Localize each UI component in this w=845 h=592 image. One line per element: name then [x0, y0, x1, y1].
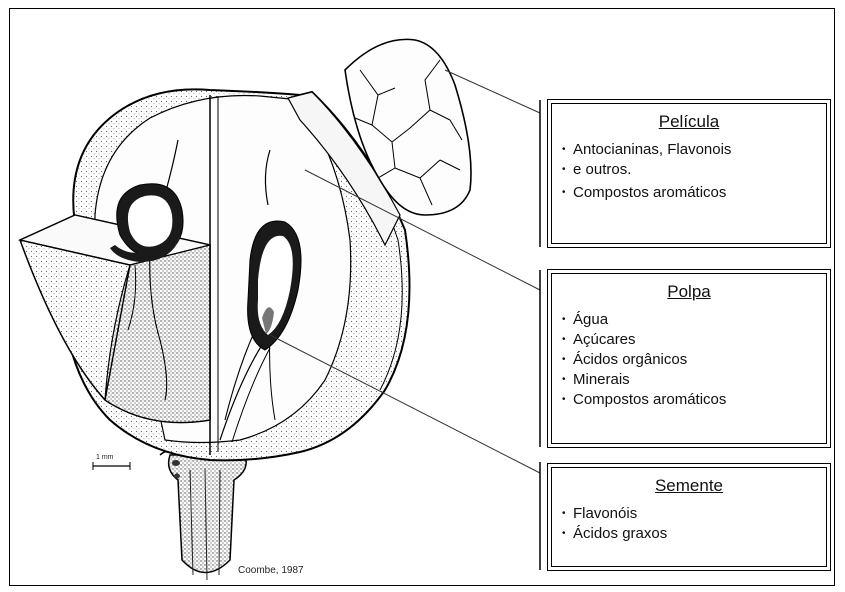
- list-item: e outros.: [562, 160, 826, 180]
- pelicula-title: Película: [552, 112, 826, 132]
- list-item: Ácidos graxos: [562, 524, 826, 544]
- semente-title: Semente: [552, 476, 826, 496]
- pedicel: [160, 451, 256, 580]
- semente-list: Flavonóis Ácidos graxos: [552, 504, 826, 544]
- list-item: Compostos aromáticos: [562, 183, 826, 203]
- list-item: Antocianinas, Flavonois: [562, 140, 826, 160]
- scale-bar: [93, 462, 130, 470]
- list-item: Compostos aromáticos: [562, 390, 826, 410]
- grape-body: [20, 89, 410, 460]
- polpa-box: Polpa Água Açúcares Ácidos orgânicos Min…: [551, 273, 827, 444]
- pelicula-list: Antocianinas, Flavonois e outros. Compos…: [552, 140, 826, 203]
- list-item: Flavonóis: [562, 504, 826, 524]
- polpa-list: Água Açúcares Ácidos orgânicos Minerais …: [552, 310, 826, 410]
- credit-text: Coombe, 1987: [238, 565, 304, 576]
- list-item: Açúcares: [562, 330, 826, 350]
- pelicula-box: Película Antocianinas, Flavonois e outro…: [551, 103, 827, 244]
- scale-bar-label: 1 mm: [96, 454, 114, 461]
- list-item: Água: [562, 310, 826, 330]
- list-item: Minerais: [562, 370, 826, 390]
- polpa-title: Polpa: [552, 282, 826, 302]
- semente-box: Semente Flavonóis Ácidos graxos: [551, 467, 827, 567]
- list-item: Ácidos orgânicos: [562, 350, 826, 370]
